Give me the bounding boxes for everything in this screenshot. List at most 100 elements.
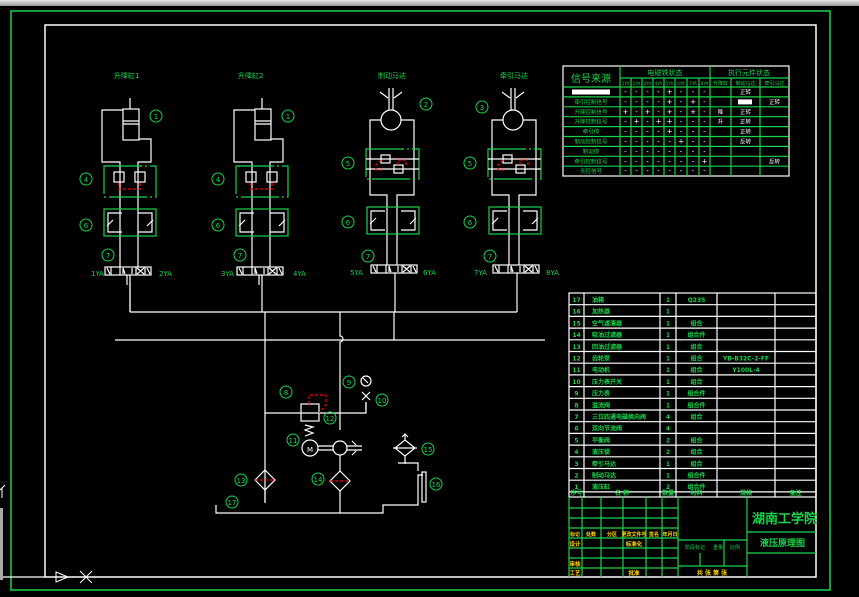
balance-valve-box-5 xyxy=(487,148,542,180)
actuator-header: 制动马达 xyxy=(735,80,755,87)
coil-state: - xyxy=(624,147,627,155)
throttle-valve-symbol xyxy=(238,212,286,233)
actuator-state: 正转 xyxy=(740,108,752,116)
item-number: 2 xyxy=(424,101,428,109)
coil-header: 3YA xyxy=(644,81,652,86)
hydraulic-motor xyxy=(380,109,402,131)
item-number-circle xyxy=(281,109,295,123)
parts-cell: 8 xyxy=(574,402,578,409)
item-number: 10 xyxy=(378,397,387,405)
item-number-circle xyxy=(429,477,443,491)
parts-cell: 组合件 xyxy=(687,401,705,409)
sheet-count: 共 张 第 张 xyxy=(697,569,728,577)
actuator-header: 牵引马达 xyxy=(764,80,784,87)
parts-cell: 电动机 xyxy=(592,366,610,374)
item-number: 13 xyxy=(237,477,246,485)
title-mark: 更改文件号 xyxy=(621,531,646,538)
outer-frame xyxy=(10,10,831,591)
parts-cell: 油箱 xyxy=(592,296,604,304)
col-title-3: 制动马达 xyxy=(378,71,406,80)
header-actuators: 执行元件状态 xyxy=(728,68,770,77)
item-number-circle xyxy=(342,375,356,389)
coil-state: + xyxy=(623,108,629,116)
coil-state: - xyxy=(624,138,627,146)
parts-cell: 10 xyxy=(572,379,580,386)
parts-cell: 1 xyxy=(666,344,670,351)
check-valve xyxy=(266,171,278,183)
item-number-circle xyxy=(234,473,248,487)
coil-state: - xyxy=(680,118,683,126)
parts-cell: 组合件 xyxy=(687,472,705,480)
coil-state: - xyxy=(635,157,638,165)
parts-cell: 6 xyxy=(574,426,578,433)
coil-state: - xyxy=(703,138,706,146)
parts-cell: 4 xyxy=(666,426,670,433)
parts-cell: 三位四通电磁换向阀 xyxy=(592,413,646,421)
scrollbar[interactable] xyxy=(0,508,3,580)
item-number: 6 xyxy=(84,222,89,230)
parts-cell: 压力表 xyxy=(592,390,611,398)
coil-8YA: 8YA xyxy=(546,269,559,277)
parts-cell: 组合 xyxy=(690,355,703,363)
coil-state: - xyxy=(646,167,649,175)
gauge-switch xyxy=(361,391,371,410)
item-number-circle xyxy=(341,215,355,229)
signal-source: 升降控制信号 xyxy=(574,108,608,116)
coil-state: - xyxy=(646,157,649,165)
pressure-gauge xyxy=(360,375,372,387)
valve-symbol xyxy=(372,265,417,273)
parts-cell: 1 xyxy=(666,309,670,316)
signal-source: 牵引控制信号 xyxy=(574,98,608,106)
coil-state: - xyxy=(703,128,706,136)
item-number-circle xyxy=(311,472,325,486)
parts-header: 备注 xyxy=(788,489,801,497)
coil-state: - xyxy=(680,167,683,175)
tank-lines xyxy=(215,455,423,514)
signal-source: 制动控制信号 xyxy=(574,138,608,146)
motor-shaft xyxy=(501,88,525,110)
coil-state: - xyxy=(646,147,649,155)
parts-cell: 双向节流阀 xyxy=(592,425,622,433)
coupling xyxy=(318,445,333,451)
item-number: 5 xyxy=(468,160,472,168)
parts-cell: 液压锁 xyxy=(592,448,610,456)
parts-cell: 2 xyxy=(666,484,670,491)
check-valve xyxy=(134,171,146,183)
item-number: 17 xyxy=(228,499,237,507)
coil-state: + xyxy=(678,138,684,146)
coil-state: - xyxy=(624,98,627,106)
actuator-header: 升降缸 xyxy=(713,80,728,87)
title-mark: 签名 xyxy=(648,531,659,538)
coil-state: - xyxy=(635,138,638,146)
title-approve: 批准 xyxy=(628,569,640,577)
item-number: 16 xyxy=(432,481,441,489)
item-number-circle xyxy=(375,393,389,407)
coil-state: - xyxy=(668,157,671,165)
title-grid xyxy=(568,497,816,577)
coil-state: - xyxy=(624,128,627,136)
title-stage: 阶段标记 xyxy=(685,544,705,551)
parts-cell: YB-B32C-2-FF xyxy=(722,356,769,363)
coil-state: - xyxy=(680,98,683,106)
throttle-valve-box-6 xyxy=(366,206,420,235)
title-stage: 比例 xyxy=(730,544,740,551)
parts-cell: 2 xyxy=(666,437,670,444)
coil-state: + xyxy=(667,88,673,96)
coil-state: - xyxy=(703,167,706,175)
title-process: 工艺 xyxy=(569,569,581,577)
coil-state: + xyxy=(667,118,673,126)
parts-cell: 组合 xyxy=(690,413,703,421)
gauge-needle xyxy=(362,377,369,384)
parts-cell: 组合 xyxy=(690,366,703,374)
coil-state: - xyxy=(624,157,627,165)
coil-state: - xyxy=(657,157,660,165)
pilot-line xyxy=(397,159,407,165)
parts-cell: 空气滤清器 xyxy=(592,319,623,327)
parts-header: 序号 xyxy=(569,489,582,497)
balance-valve-box-5 xyxy=(365,148,420,180)
pipe xyxy=(396,119,415,265)
check-valve xyxy=(113,171,125,183)
coil-2YA: 2YA xyxy=(159,270,172,278)
coil-state: - xyxy=(646,118,649,126)
